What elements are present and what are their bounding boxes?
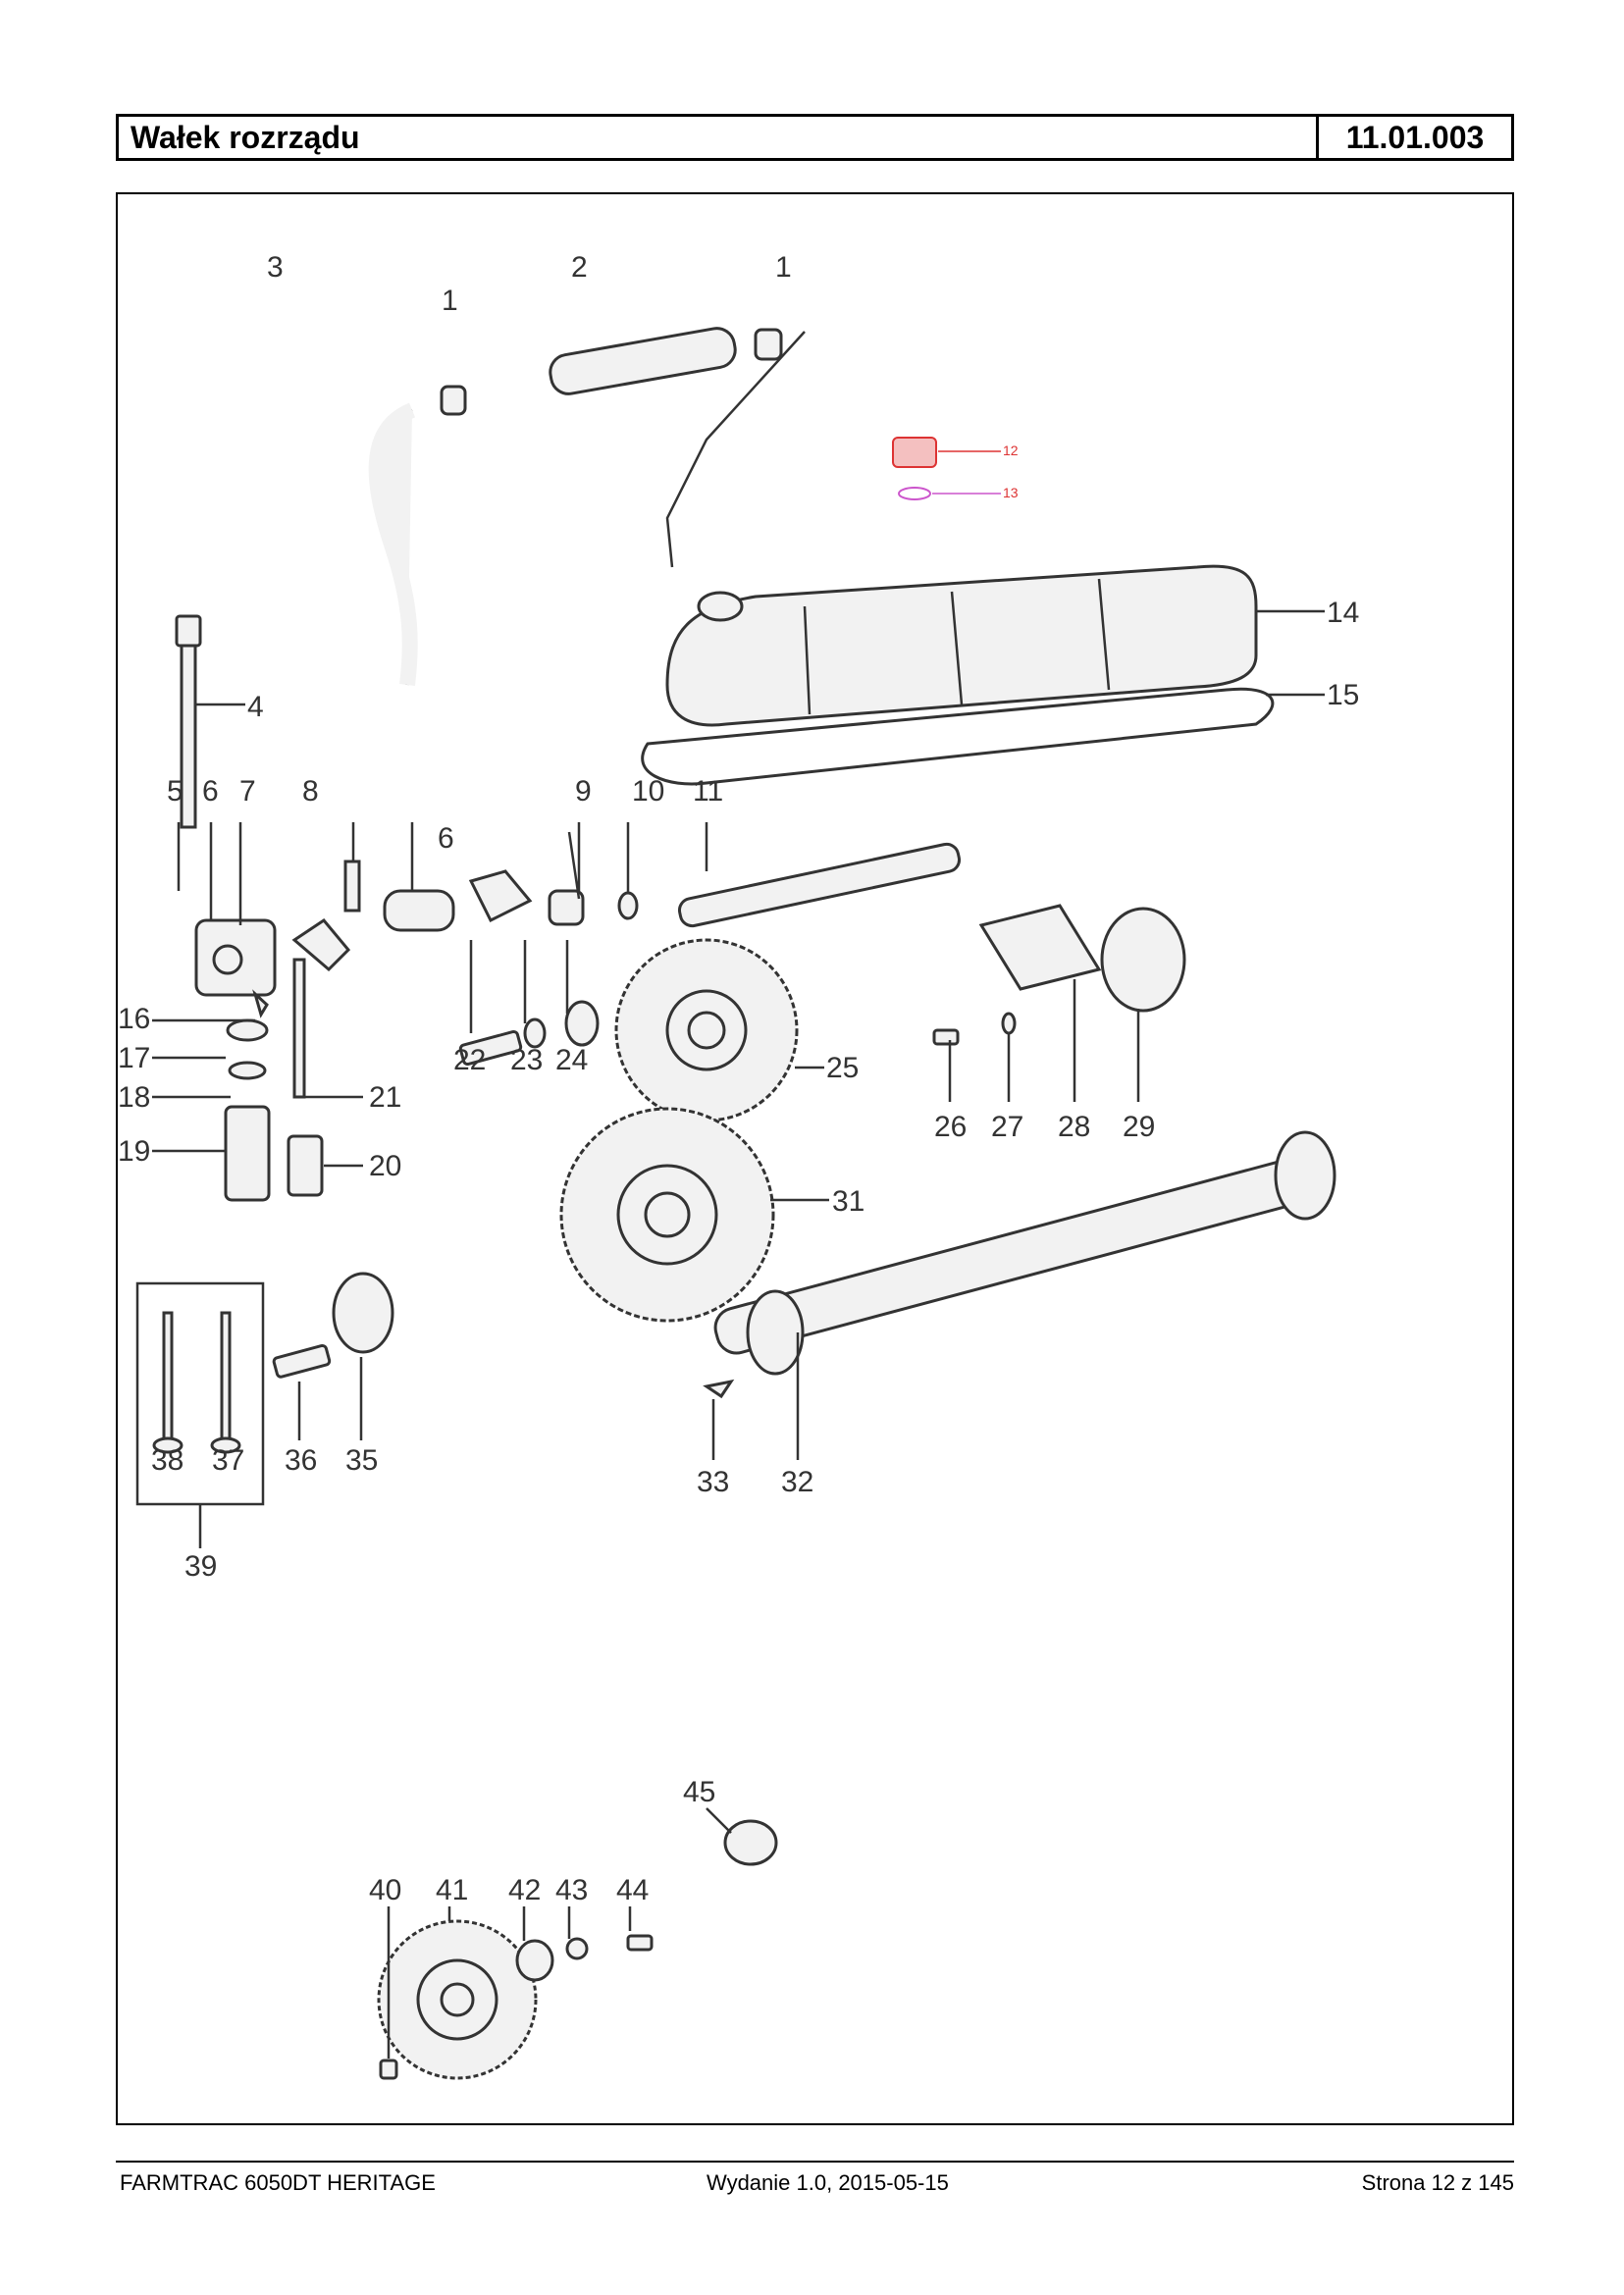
callout-6: 6 [202, 775, 219, 808]
valve-keeper [252, 989, 269, 1018]
woodruff-key [703, 1379, 735, 1399]
callout-41: 41 [436, 1874, 468, 1906]
callout-43: 43 [555, 1874, 588, 1906]
callout-37: 37 [212, 1444, 244, 1477]
callout-38: 38 [151, 1444, 183, 1477]
callout-18: 18 [118, 1081, 150, 1114]
rocker-arm [291, 918, 351, 972]
push-rod [292, 958, 306, 1099]
callout-13: 13 [1003, 485, 1019, 500]
page-title: Wałek rozrządu [131, 120, 360, 155]
footer-divider [116, 2161, 1514, 2163]
cover-breather-port [697, 591, 744, 622]
callout-8: 8 [302, 775, 319, 808]
hose-pipe [549, 327, 737, 395]
callout-26: 26 [934, 1111, 967, 1143]
callout-6b: 6 [438, 822, 454, 855]
hose-clamp-right [754, 328, 783, 361]
lock-washer [523, 1017, 547, 1049]
callout-1b: 1 [775, 251, 792, 284]
adjusting-screw [343, 860, 361, 913]
callout-36: 36 [285, 1444, 317, 1477]
callout-22: 22 [453, 1044, 486, 1076]
callout-11: 11 [693, 775, 723, 808]
oil-seal [723, 1819, 778, 1866]
callout-15: 15 [1327, 679, 1359, 711]
rocker-arm-2 [468, 869, 533, 923]
callout-39: 39 [184, 1550, 217, 1583]
filler-cap-seal [898, 487, 931, 500]
spring-retainer [226, 1018, 269, 1042]
callout-12: 12 [1003, 443, 1019, 458]
callout-21: 21 [369, 1081, 401, 1114]
footer-page-number: Strona 12 z 145 [1361, 2170, 1514, 2195]
callout-3: 3 [267, 251, 284, 284]
page-header: Wałek rozrządu 11.01.003 [116, 114, 1514, 161]
parts-diagram-frame: 3 1 2 1 12 13 14 15 4 5 6 7 8 6 9 10 11 … [116, 192, 1514, 2125]
callout-7: 7 [239, 775, 256, 808]
valve-spring [224, 1105, 271, 1202]
tappet [287, 1134, 324, 1197]
section-code: 11.01.003 [1316, 117, 1511, 158]
pulley-nut [565, 1937, 589, 1960]
callout-23: 23 [510, 1044, 543, 1076]
callout-28: 28 [1058, 1111, 1090, 1143]
rocker-shaft [677, 842, 962, 928]
callout-4: 4 [247, 691, 264, 723]
callout-33: 33 [697, 1466, 729, 1498]
footer-model: FARMTRAC 6050DT HERITAGE [120, 2170, 436, 2195]
callout-32: 32 [781, 1466, 813, 1498]
callout-44: 44 [616, 1874, 649, 1906]
thrust-washer [564, 1000, 600, 1047]
hose-clamp-left [440, 385, 467, 416]
callout-16: 16 [118, 1003, 150, 1035]
rocker-spring [383, 889, 455, 932]
camshaft-bushing [1100, 907, 1186, 1013]
filler-cap [892, 437, 937, 468]
callout-2: 2 [571, 251, 588, 284]
front-bushing [332, 1272, 394, 1354]
small-bolt [932, 1028, 960, 1046]
callout-10: 10 [632, 775, 664, 808]
callout-31: 31 [832, 1185, 864, 1218]
pulley-bolt [626, 1934, 654, 1952]
callout-45: 45 [683, 1776, 715, 1808]
long-bolt [180, 639, 197, 829]
intake-valve [220, 1311, 232, 1442]
callout-17: 17 [118, 1042, 150, 1074]
callout-35: 35 [345, 1444, 378, 1477]
callout-29: 29 [1123, 1111, 1155, 1143]
cam-bolt [272, 1343, 332, 1379]
callout-40: 40 [369, 1874, 401, 1906]
callout-1: 1 [442, 285, 458, 317]
valve-cover-gasket [641, 687, 1275, 786]
dowel-pin [379, 2059, 398, 2080]
thrust-plate [978, 904, 1102, 991]
callout-24: 24 [555, 1044, 588, 1076]
rocker-washer [617, 891, 639, 920]
callout-25: 25 [826, 1052, 859, 1084]
exploded-parts-diagram: 3 1 2 1 12 13 14 15 4 5 6 7 8 6 9 10 11 … [118, 251, 1359, 2080]
callout-42: 42 [508, 1874, 541, 1906]
rocker-bushing [548, 889, 585, 926]
callout-5: 5 [167, 775, 183, 808]
callout-9: 9 [575, 775, 592, 808]
small-washer [1001, 1012, 1017, 1035]
exhaust-valve [162, 1311, 174, 1442]
footer-edition: Wydanie 1.0, 2015-05-15 [707, 2170, 949, 2195]
callout-19: 19 [118, 1135, 150, 1168]
callout-14: 14 [1327, 597, 1359, 629]
gear-bolt [458, 1029, 523, 1067]
callout-27: 27 [991, 1111, 1023, 1143]
pulley-washer [515, 1939, 554, 1982]
callout-20: 20 [369, 1150, 401, 1182]
spring-seat [228, 1061, 267, 1080]
